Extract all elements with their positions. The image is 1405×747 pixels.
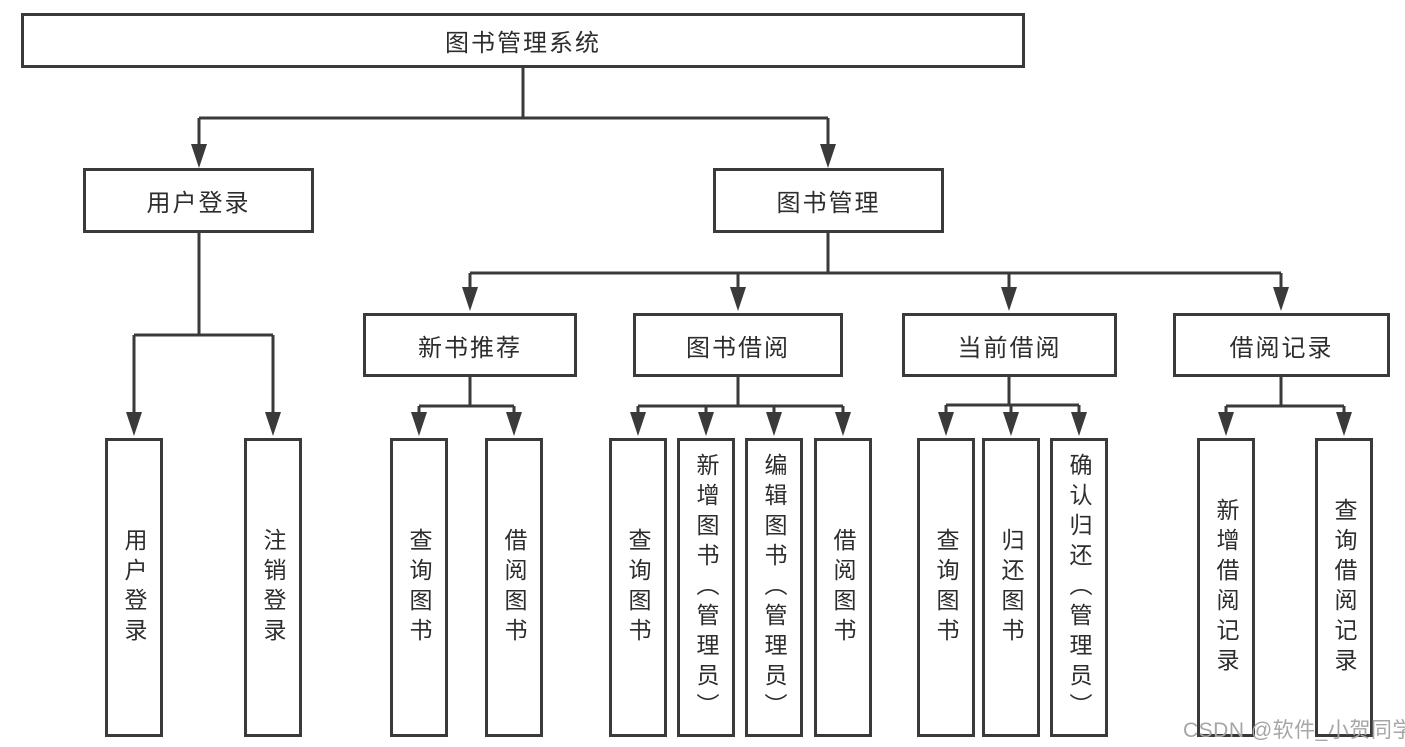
node-label: 借阅记录 [1229,334,1334,362]
node-label: 当前借阅 [957,334,1062,362]
leaf-current-confirm-return-admin: 确认归还（管理员） [1050,438,1108,737]
node-book-management: 图书管理 [713,168,944,233]
csdn-watermark: CSDN @软件_小贺同学 [1183,719,1405,742]
leaf-current-return-books: 归还图书 [982,438,1040,737]
leaf-current-query-books: 查询图书 [917,438,975,737]
leaf-recommend-borrow-books: 借阅图书 [485,438,543,737]
node-label: 新书推荐 [418,334,522,362]
node-label: 用户登录 [146,190,251,217]
node-new-book-recommend: 新书推荐 [363,313,577,377]
node-library-management-system: 图书管理系统 [21,13,1025,68]
leaf-label: 查询图书 [933,527,959,648]
leaf-label: 新增图书（管理员） [693,452,719,723]
node-label: 图书借阅 [686,334,790,362]
leaf-label: 借阅图书 [501,527,527,648]
leaf-records-query-borrow-record: 查询借阅记录 [1315,438,1373,737]
node-label: 图书管理 [776,190,881,217]
node-user-login: 用户登录 [83,168,314,233]
leaf-recommend-query-books: 查询图书 [390,438,448,737]
leaf-label: 查询图书 [625,527,651,648]
leaf-label: 编辑图书（管理员） [761,452,787,723]
leaf-label: 查询借阅记录 [1331,497,1357,678]
leaf-label: 注销登录 [260,527,286,648]
leaf-borrowing-add-books-admin: 新增图书（管理员） [677,438,735,737]
leaf-borrowing-edit-books-admin: 编辑图书（管理员） [745,438,803,737]
node-book-borrowing: 图书借阅 [633,313,843,377]
leaf-label: 新增借阅记录 [1213,497,1239,678]
node-label: 图书管理系统 [445,30,601,57]
leaf-logout: 注销登录 [244,438,302,737]
node-current-borrowing: 当前借阅 [902,313,1117,377]
leaf-borrowing-query-books: 查询图书 [609,438,667,737]
leaf-label: 归还图书 [998,527,1024,648]
leaf-label: 借阅图书 [830,527,856,648]
leaf-label: 用户登录 [121,527,147,648]
node-borrowing-records: 借阅记录 [1173,313,1390,377]
leaf-records-add-borrow-record: 新增借阅记录 [1197,438,1255,737]
leaf-user-login: 用户登录 [105,438,163,737]
leaf-label: 查询图书 [406,527,432,648]
leaf-borrowing-borrow-books: 借阅图书 [814,438,872,737]
leaf-label: 确认归还（管理员） [1066,452,1092,723]
